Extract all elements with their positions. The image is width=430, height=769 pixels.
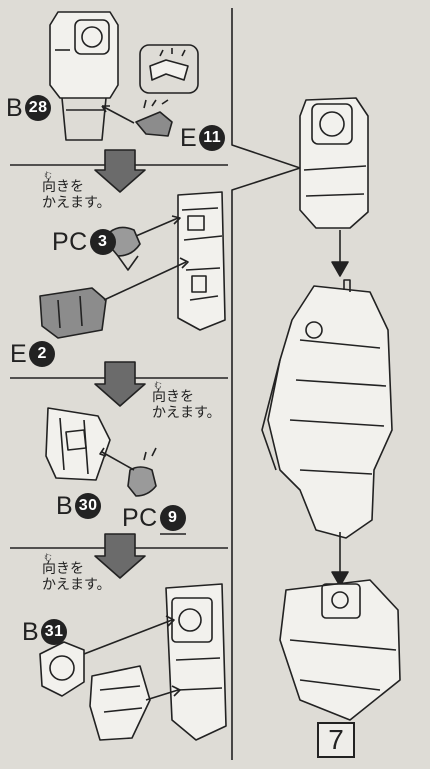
pc9-part (127, 466, 157, 497)
label-pc3-prefix: PC (52, 228, 88, 256)
turn-note-ruby: む (44, 553, 52, 562)
down-arrow (94, 361, 146, 407)
b31-part (39, 615, 175, 697)
turn-note-line2: かえます。 (42, 194, 111, 210)
label-b28-number: 28 (25, 95, 52, 121)
lower-shin-part (89, 665, 181, 741)
down-arrow (94, 533, 146, 579)
turn-note-2: む 向きを かえます。 (152, 381, 221, 420)
pc3-part (107, 226, 141, 257)
right-foot-part (279, 579, 401, 721)
label-pc9-number: 9 (159, 505, 186, 531)
turn-note-3: む 向きを かえます。 (42, 553, 111, 592)
label-b28-prefix: B (6, 94, 24, 122)
knee-housing-part (177, 191, 226, 331)
label-e11-prefix: E (180, 124, 198, 152)
knee-assembly-part (165, 583, 227, 741)
turn-note-line2: かえます。 (152, 404, 221, 420)
turn-note-line2: かえます。 (42, 576, 111, 592)
label-e2-number: 2 (29, 341, 56, 367)
label-e11-number: 11 (199, 125, 226, 151)
right-upper-part (299, 97, 369, 277)
label-b31-number: 31 (41, 619, 68, 645)
part-guide-icon (139, 44, 199, 94)
upper-leg-part (49, 11, 119, 141)
turn-note-ruby: む (44, 171, 52, 180)
step-number-box: 7 (317, 722, 355, 758)
label-e2-prefix: E (10, 340, 28, 368)
label-b31-prefix: B (22, 618, 40, 646)
label-pc9-prefix: PC (122, 504, 158, 532)
turn-note-line1: 向きを (42, 560, 84, 576)
turn-note-ruby: む (154, 381, 162, 390)
label-pc3-number: 3 (89, 229, 116, 255)
turn-note-1: む 向きを かえます。 (42, 171, 111, 210)
turn-note-line1: 向きを (42, 178, 84, 194)
b30-part (45, 407, 111, 481)
turn-note-line1: 向きを (152, 388, 194, 404)
down-arrow (94, 149, 146, 193)
right-leg-assembly (261, 279, 393, 587)
label-b30-prefix: B (56, 492, 74, 520)
label-b30-number: 30 (75, 493, 102, 519)
e2-part (39, 287, 107, 339)
e11-part (135, 111, 173, 137)
